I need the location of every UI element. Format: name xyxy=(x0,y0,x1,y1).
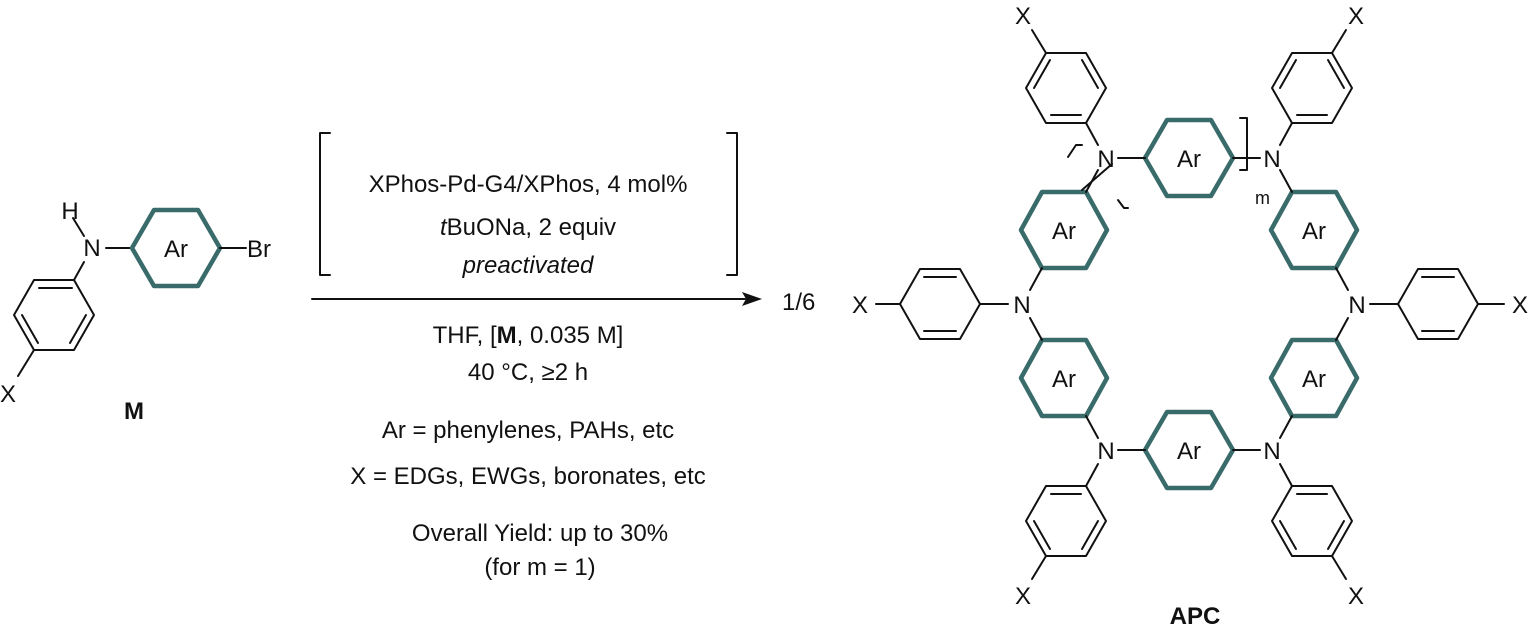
repeat-bracket-left xyxy=(1067,144,1083,158)
pendant-phenyl-ring xyxy=(1025,52,1107,124)
arrow-head xyxy=(742,292,762,306)
repeat-bracket-right xyxy=(1239,117,1248,171)
temperature-text: 40 °C, ≥2 h xyxy=(468,359,588,386)
product-ar-label: Ar xyxy=(1302,218,1326,245)
solvent-text: THF, [M, 0.035 M] xyxy=(433,322,624,349)
right-bracket xyxy=(726,132,738,276)
product-ar-label: Ar xyxy=(1177,146,1201,173)
n-phenyl-bond xyxy=(73,261,85,281)
monomer-h-label: H xyxy=(61,198,78,225)
product-n-label: N xyxy=(1013,292,1030,319)
monomer-phenyl-ring xyxy=(13,279,95,351)
monomer-br-label: Br xyxy=(247,236,271,263)
stoichiometry-coefficient: 1/6 xyxy=(782,289,815,316)
product-ar-label: Ar xyxy=(1052,218,1076,245)
x-definition-text: X = EDGs, EWGs, boronates, etc xyxy=(350,463,705,490)
pendant-phenyl-ring xyxy=(1397,268,1479,340)
product-x-label: X xyxy=(1512,292,1528,319)
product-ar-label: Ar xyxy=(1052,366,1076,393)
phenyl-x-bond xyxy=(17,349,35,377)
yield-condition-text: (for m = 1) xyxy=(484,554,595,581)
base-text: tBuONa, 2 equiv xyxy=(440,214,616,241)
pendant-phenyl-ring xyxy=(1271,485,1353,557)
pendant-phenyl-ring xyxy=(899,268,981,340)
reaction-conditions: XPhos-Pd-G4/XPhos, 4 mol% tBuONa, 2 equi… xyxy=(311,132,762,581)
monomer-name: M xyxy=(124,398,144,425)
catalyst-text: XPhos-Pd-G4/XPhos, 4 mol% xyxy=(369,171,688,198)
product-x-label: X xyxy=(852,292,868,319)
product-n-label: N xyxy=(1097,438,1114,465)
product-ar-label: Ar xyxy=(1302,366,1326,393)
product-x-label: X xyxy=(1015,583,1031,610)
monomer-ar-label: Ar xyxy=(164,236,188,263)
h-n-bond xyxy=(72,217,85,237)
ar-definition-text: Ar = phenylenes, PAHs, etc xyxy=(382,417,674,444)
preactivated-text: preactivated xyxy=(462,252,594,279)
left-bracket xyxy=(319,132,331,276)
product-ar-label: Ar xyxy=(1177,438,1201,465)
product-n-label: N xyxy=(1263,146,1280,173)
product-structure: N N N N N N Ar Ar Ar Ar Ar Ar xyxy=(852,3,1528,628)
product-x-label: X xyxy=(1348,583,1364,610)
product-name: APC xyxy=(1170,603,1221,628)
product-x-label: X xyxy=(1348,3,1364,30)
monomer-x-label: X xyxy=(0,381,16,408)
product-x-label: X xyxy=(1015,3,1031,30)
monomer-structure: H N Ar Br X M xyxy=(0,198,271,425)
repeat-m-label: m xyxy=(1255,188,1270,208)
product-n-label: N xyxy=(1263,438,1280,465)
monomer-n-label: N xyxy=(83,235,100,262)
pendant-phenyl-ring xyxy=(1271,52,1353,124)
product-n-label: N xyxy=(1348,292,1365,319)
pendant-phenyl-ring xyxy=(1025,485,1107,557)
yield-text: Overall Yield: up to 30% xyxy=(412,520,668,547)
